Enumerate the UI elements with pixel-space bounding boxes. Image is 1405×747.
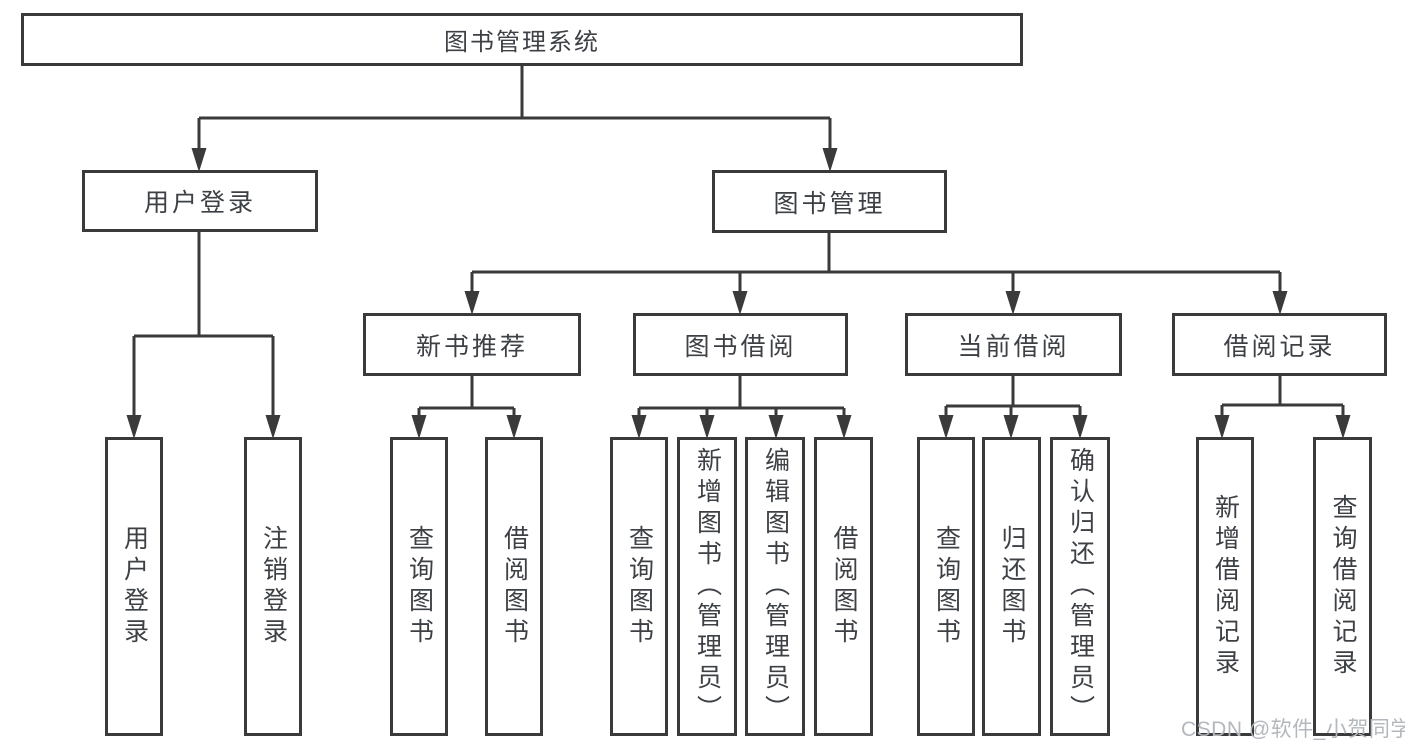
node-current-borrowing: 当前借阅 (905, 313, 1122, 376)
leaf-label: 查询借阅记录 (1329, 493, 1357, 680)
leaf-label: 新增图书（管理员） (693, 447, 722, 726)
leaf-add-book-admin: 新增图书（管理员） (677, 437, 737, 736)
leaf-label: 注销登录 (259, 524, 288, 649)
leaf-return-books: 归还图书 (982, 437, 1041, 736)
leaf-query-books-recommend: 查询图书 (390, 437, 448, 736)
node-label: 新书推荐 (415, 332, 528, 361)
leaf-label: 借阅图书 (830, 524, 858, 649)
leaf-logout: 注销登录 (244, 437, 302, 736)
leaf-label: 确认归还（管理员） (1066, 447, 1095, 726)
node-label: 图书借阅 (684, 332, 797, 361)
node-borrowing-records: 借阅记录 (1172, 313, 1387, 376)
node-library-management-system: 图书管理系统 (21, 13, 1023, 66)
leaf-label: 借阅图书 (500, 524, 529, 649)
node-new-book-recommend: 新书推荐 (363, 313, 581, 376)
leaf-label: 编辑图书（管理员） (761, 447, 790, 726)
watermark: CSDN @软件_小贺同学 (1181, 718, 1405, 741)
leaf-label: 查询图书 (932, 524, 961, 649)
leaf-label: 查询图书 (625, 524, 654, 649)
leaf-label: 用户登录 (120, 524, 149, 649)
leaf-edit-book-admin: 编辑图书（管理员） (745, 437, 805, 736)
leaf-borrow-books-recommend: 借阅图书 (485, 437, 543, 736)
node-user-login: 用户登录 (82, 170, 318, 232)
leaf-confirm-return-admin: 确认归还（管理员） (1050, 437, 1110, 736)
leaf-label: 归还图书 (998, 524, 1026, 649)
node-label: 图书管理 (773, 189, 886, 218)
node-label: 图书管理系统 (444, 29, 600, 56)
arrowheads (126, 148, 1351, 439)
leaf-query-books-current: 查询图书 (917, 437, 975, 736)
node-label: 当前借阅 (957, 332, 1070, 361)
leaf-query-borrow-record: 查询借阅记录 (1313, 437, 1372, 736)
leaf-user-login: 用户登录 (105, 437, 163, 736)
leaf-query-books-borrowing: 查询图书 (610, 437, 668, 736)
node-label: 借阅记录 (1223, 332, 1336, 361)
node-label: 用户登录 (143, 189, 256, 217)
leaf-label: 新增借阅记录 (1211, 493, 1240, 680)
node-book-management: 图书管理 (712, 170, 947, 233)
node-book-borrowing: 图书借阅 (633, 313, 848, 376)
leaf-borrow-books-borrowing: 借阅图书 (814, 437, 873, 736)
leaf-add-borrow-record: 新增借阅记录 (1196, 437, 1254, 736)
leaf-label: 查询图书 (405, 524, 434, 649)
